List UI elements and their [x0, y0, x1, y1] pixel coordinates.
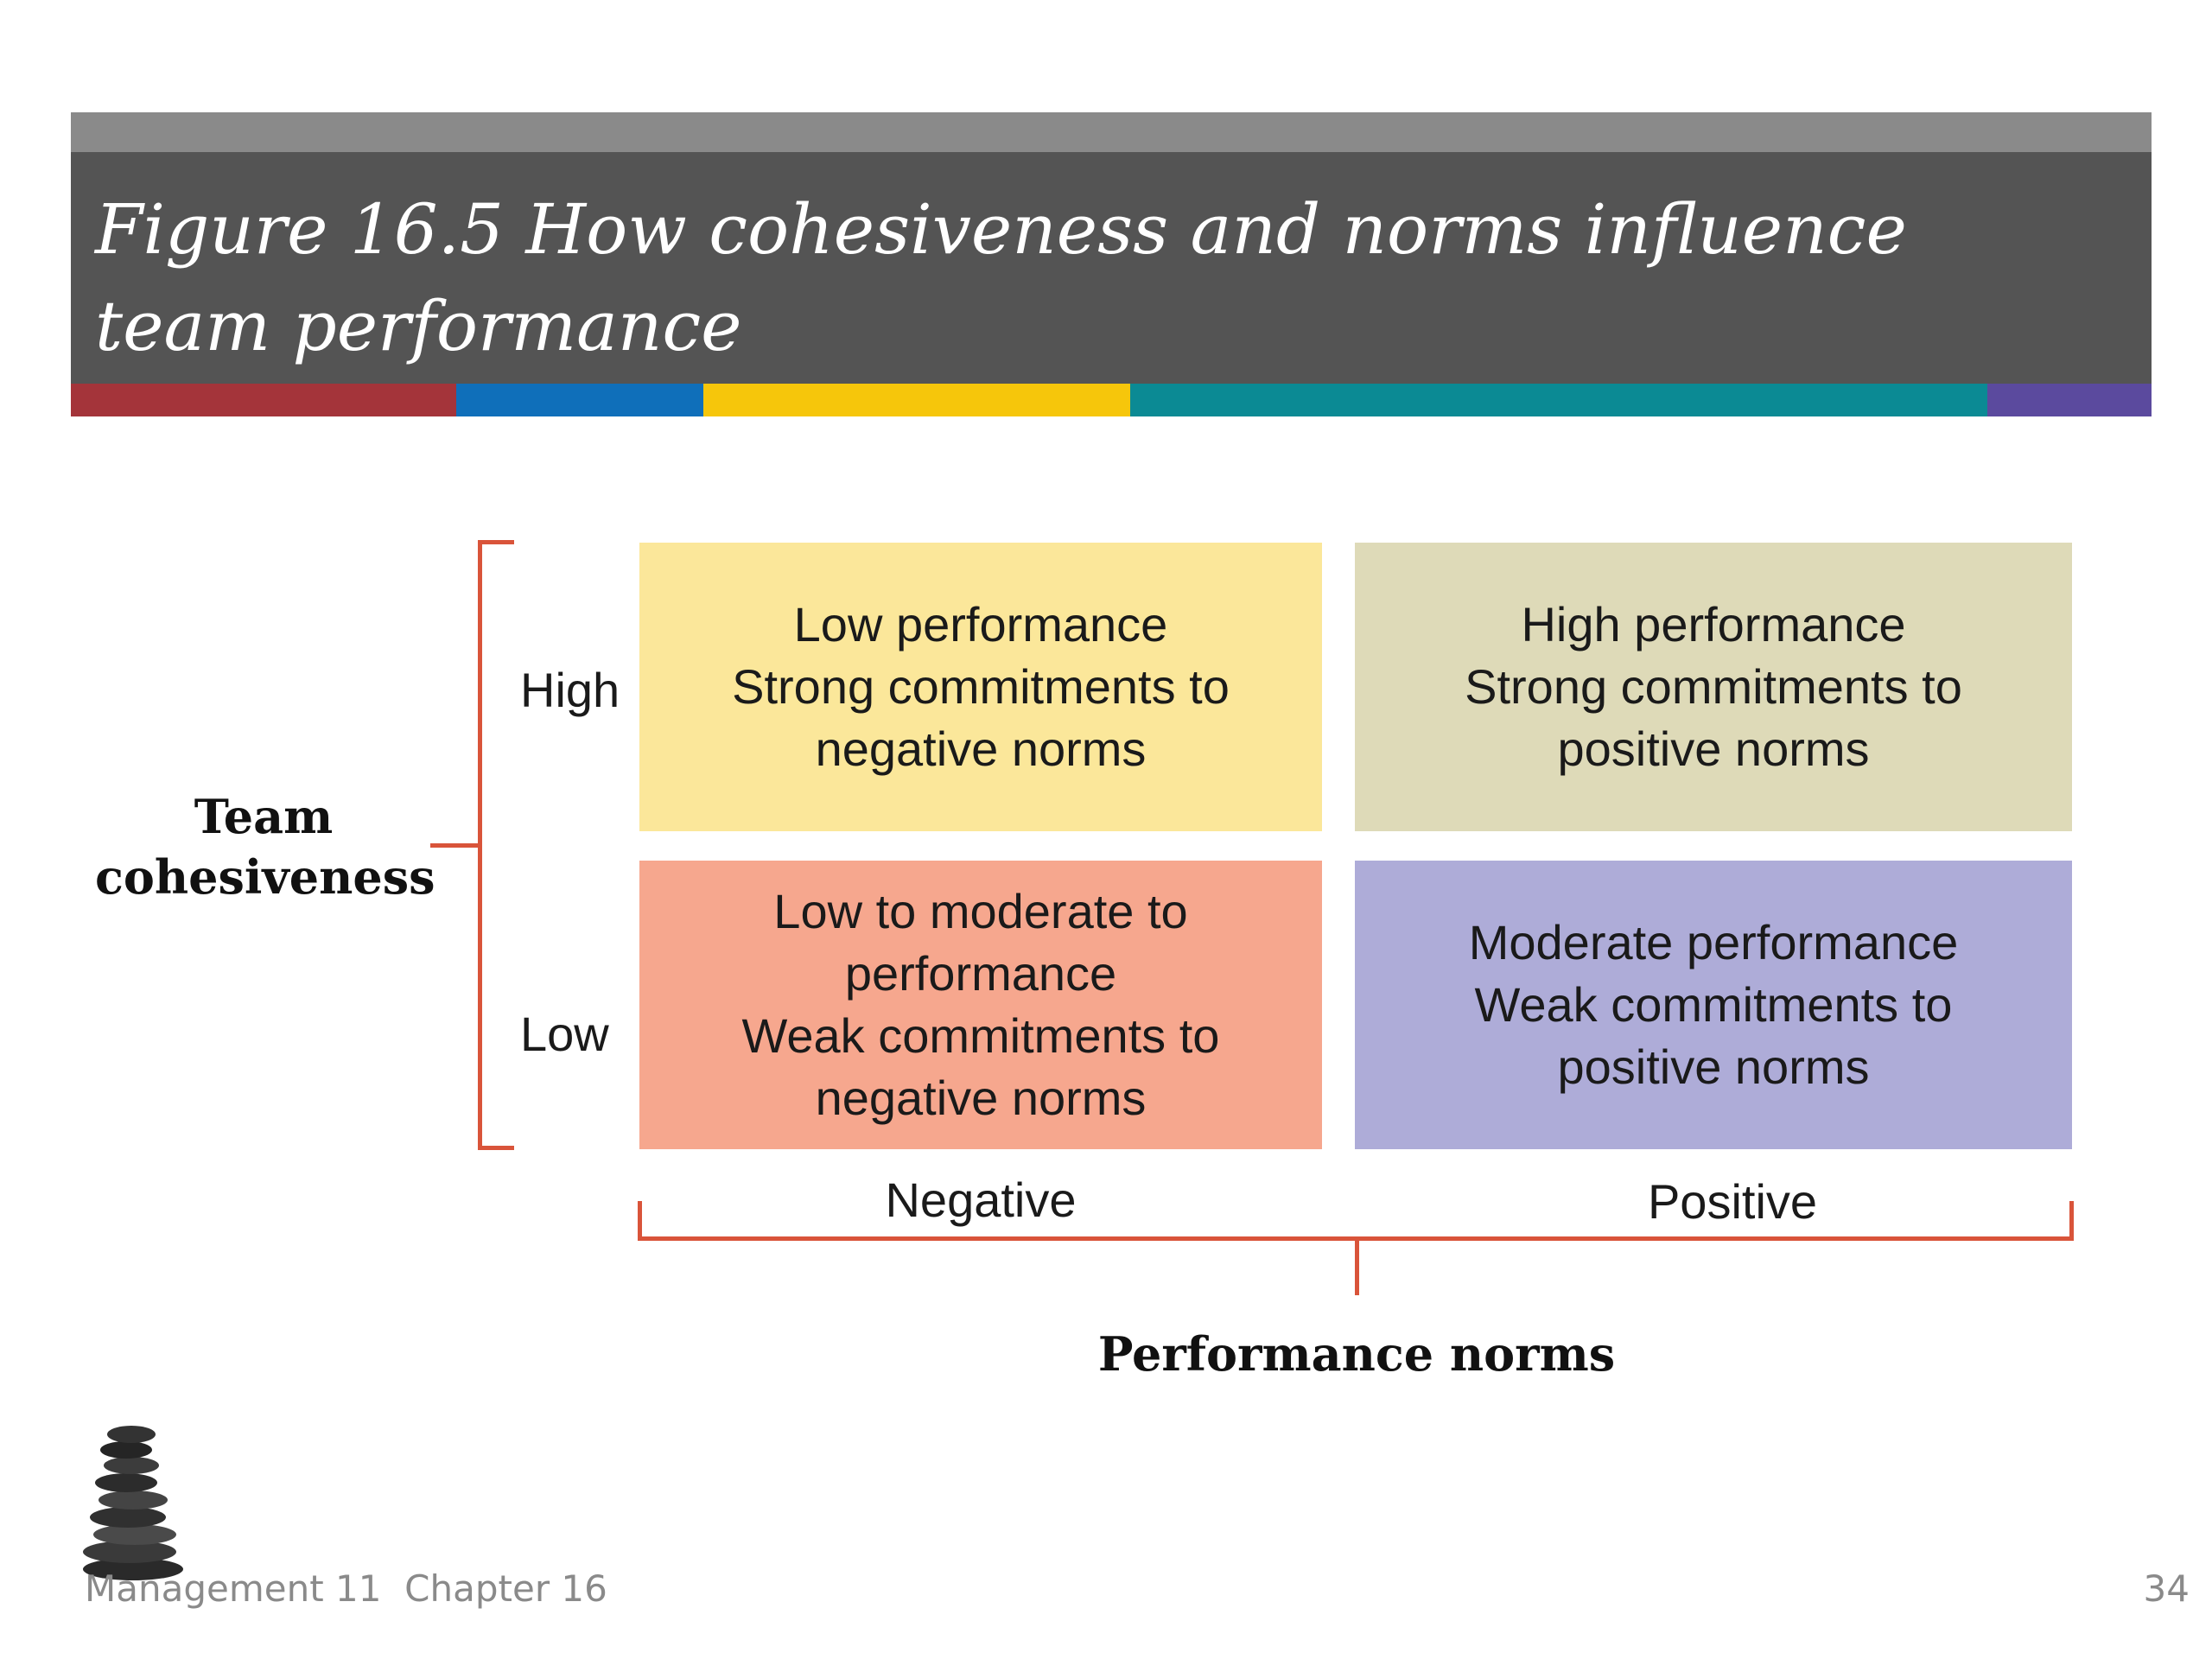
accent-bar-red [71, 384, 456, 416]
stacked-stones-logo [83, 1426, 183, 1580]
y-bracket-center-tick [430, 843, 480, 848]
cell-high-positive: High performance Strong commitments to p… [1355, 543, 2072, 831]
cell-low-negative: Low to moderate to performance Weak comm… [639, 861, 1322, 1149]
x-axis-title: Performance norms [1097, 1326, 1616, 1382]
header-top-strip [71, 112, 2152, 152]
y-axis-title: Team cohesiveness [95, 789, 435, 905]
row-label-high: High [520, 663, 620, 717]
x-bracket-center-tick [1355, 1236, 1359, 1295]
header-band [71, 152, 2152, 384]
y-bracket-top-tick [478, 540, 514, 544]
accent-bar-yellow [703, 384, 1130, 416]
cell-high-negative: Low performance Strong commitments to ne… [639, 543, 1322, 831]
slide-title: Figure 16.5 How cohesiveness and norms i… [95, 189, 1907, 366]
cell-low-positive: Moderate performance Weak commitments to… [1355, 861, 2072, 1149]
accent-bar-teal [1130, 384, 1987, 416]
row-label-low: Low [520, 1007, 609, 1061]
x-bracket-right-tick [2069, 1201, 2074, 1241]
col-label-positive: Positive [1647, 1174, 1818, 1229]
x-bracket-left-tick [638, 1201, 642, 1241]
accent-bar-blue [456, 384, 703, 416]
accent-bar-purple [1987, 384, 2152, 416]
y-bracket-bottom-tick [478, 1146, 514, 1150]
page-number: 34 [2143, 1567, 2190, 1610]
col-label-negative: Negative [885, 1173, 1077, 1227]
footer-course-label: Management 11 Chapter 16 [85, 1567, 607, 1610]
